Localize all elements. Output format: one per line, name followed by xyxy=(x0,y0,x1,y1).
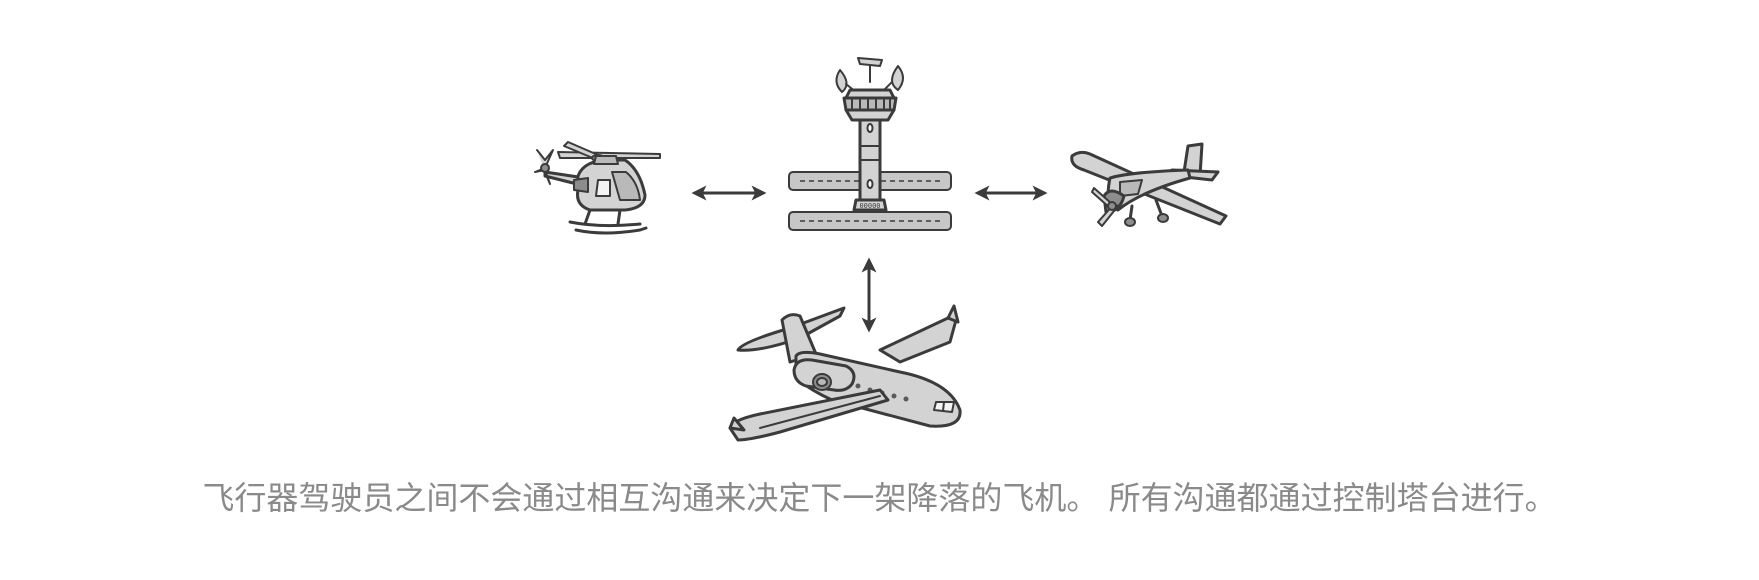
diagram-caption: 飞行器驾驶员之间不会通过相互沟通来决定下一架降落的飞机。 所有沟通都通过控制塔台… xyxy=(202,479,1557,517)
tower-base-label: 00000 xyxy=(859,202,880,210)
control-tower-icon: 00000 xyxy=(835,57,904,212)
light-aircraft-icon xyxy=(1070,142,1228,227)
jet-airplane-icon xyxy=(728,304,962,442)
helicopter-icon xyxy=(534,141,661,235)
